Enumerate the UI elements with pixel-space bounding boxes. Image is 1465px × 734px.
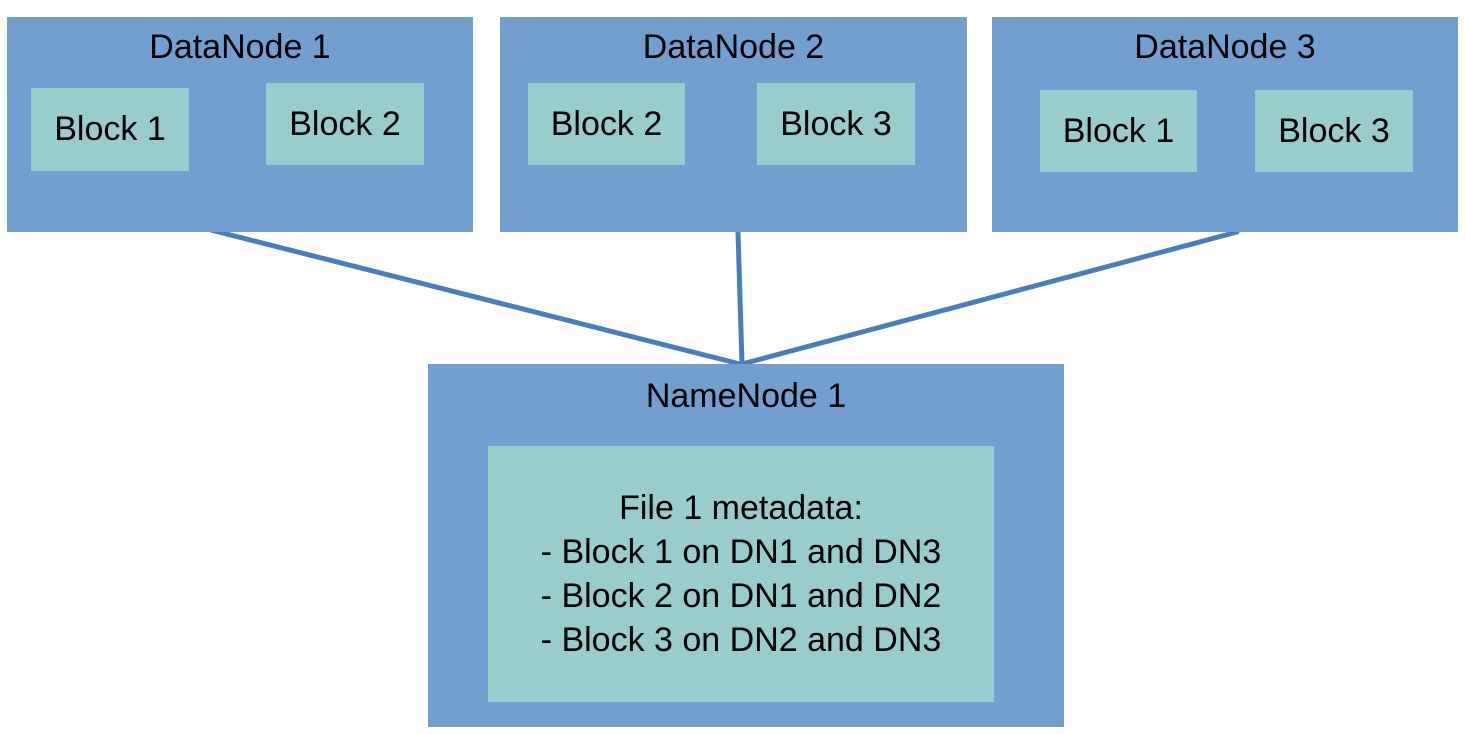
connector-datanode-3 [739, 229, 1240, 367]
datanode-3-block-b: Block 3 [1255, 90, 1413, 172]
namenode-1-title: NameNode 1 [645, 377, 847, 415]
connector-datanode-1 [208, 227, 743, 367]
datanode-1: DataNode 1 Block 1 Block 2 [7, 17, 473, 232]
metadata-line-2: - Block 2 on DN1 and DN2 [540, 577, 942, 615]
datanode-1-block-a: Block 1 [31, 88, 189, 171]
namenode-1: NameNode 1 File 1 metadata: - Block 1 on… [428, 364, 1064, 727]
metadata-line-1: - Block 1 on DN1 and DN3 [540, 533, 942, 571]
datanode-2: DataNode 2 Block 2 Block 3 [500, 17, 967, 232]
connector-datanode-2 [735, 229, 745, 367]
file-metadata-box: File 1 metadata: - Block 1 on DN1 and DN… [488, 446, 994, 702]
datanode-1-block-b: Block 2 [266, 83, 424, 165]
metadata-heading: File 1 metadata: [619, 489, 863, 527]
datanode-2-title: DataNode 2 [642, 28, 825, 66]
datanode-3: DataNode 3 Block 1 Block 3 [992, 17, 1458, 232]
datanode-2-block-a: Block 2 [528, 83, 685, 165]
datanode-3-title: DataNode 3 [1134, 28, 1316, 66]
datanode-1-title: DataNode 1 [149, 28, 331, 66]
datanode-3-block-a: Block 1 [1040, 90, 1197, 172]
metadata-line-3: - Block 3 on DN2 and DN3 [540, 621, 942, 659]
datanode-2-block-b: Block 3 [757, 83, 915, 165]
